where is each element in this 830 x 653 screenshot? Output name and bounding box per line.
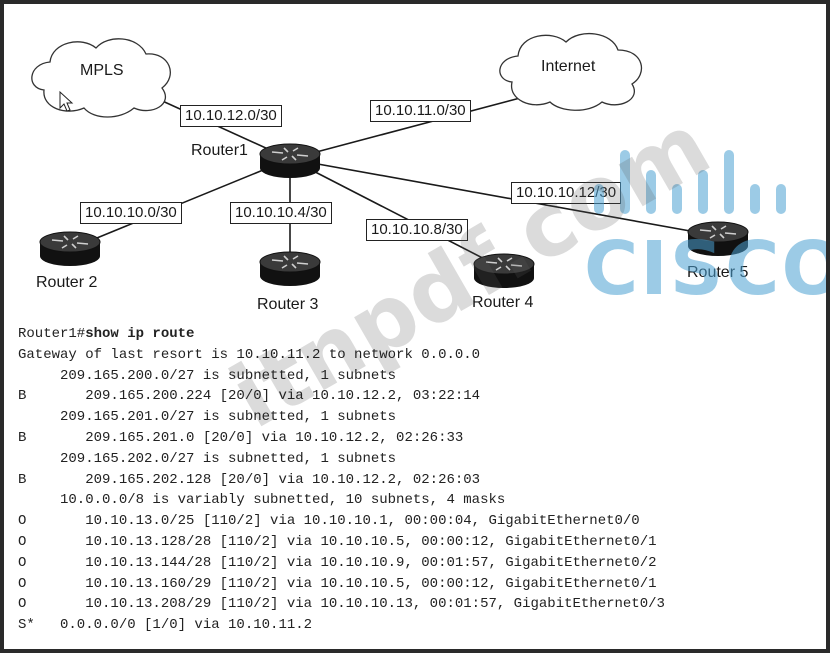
router3-label: Router 3	[257, 296, 319, 313]
mouse-cursor-icon	[59, 90, 74, 112]
router1-label: Router1	[191, 142, 248, 159]
route-line: O 10.10.13.144/28 [110/2] via 10.10.10.9…	[18, 554, 657, 571]
route-line: 10.0.0.0/8 is variably subnetted, 10 sub…	[18, 492, 506, 509]
screenshot-frame: MPLS Internet Router1 Router 2 Router 3 …	[4, 4, 826, 649]
link-r4	[289, 158, 505, 270]
subnet-to-router2: 10.10.10.0/30	[80, 202, 182, 224]
cli-prompt: Router1#	[18, 326, 86, 342]
router4-icon	[473, 253, 535, 289]
router2-icon	[39, 231, 101, 267]
internet-cloud	[499, 32, 642, 111]
router2-label: Router 2	[36, 274, 98, 291]
router3-icon	[259, 251, 321, 287]
cisco-bars-watermark	[594, 150, 786, 214]
subnet-to-internet: 10.10.11.0/30	[370, 100, 471, 122]
route-line: B 209.165.200.224 [20/0] via 10.10.12.2,…	[18, 388, 481, 405]
router4-label: Router 4	[472, 294, 534, 311]
route-line: 209.165.202.0/27 is subnetted, 1 subnets	[18, 450, 397, 467]
route-line: O 10.10.13.208/29 [110/2] via 10.10.10.1…	[18, 596, 665, 613]
link-r5	[289, 158, 719, 237]
subnet-to-router3: 10.10.10.4/30	[230, 202, 332, 224]
route-line: Gateway of last resort is 10.10.11.2 to …	[18, 346, 481, 363]
subnet-to-router4: 10.10.10.8/30	[366, 219, 468, 241]
route-line: B 209.165.201.0 [20/0] via 10.10.12.2, 0…	[18, 429, 464, 446]
subnet-to-mpls: 10.10.12.0/30	[180, 105, 282, 127]
cli-command: show ip route	[85, 326, 195, 342]
route-line: 209.165.200.0/27 is subnetted, 1 subnets	[18, 367, 397, 384]
network-diagram	[31, 32, 749, 289]
route-line: B 209.165.202.128 [20/0] via 10.10.12.2,…	[18, 471, 481, 488]
route-line: S* 0.0.0.0/0 [1/0] via 10.10.11.2	[18, 617, 313, 634]
show-ip-route-output: Router1#show ip route Gateway of last re…	[18, 324, 665, 636]
internet-label: Internet	[541, 58, 596, 75]
router5-label: Router 5	[687, 264, 749, 281]
mpls-label: MPLS	[80, 62, 124, 79]
route-line: 209.165.201.0/27 is subnetted, 1 subnets	[18, 409, 397, 426]
subnet-to-router5: 10.10.10.12/30	[511, 182, 622, 204]
route-line: O 10.10.13.160/29 [110/2] via 10.10.10.5…	[18, 575, 657, 592]
route-line: O 10.10.13.128/28 [110/2] via 10.10.10.5…	[18, 533, 657, 550]
link-internet	[289, 88, 555, 160]
router1-icon	[259, 143, 321, 179]
router5-icon	[687, 221, 749, 257]
route-line: O 10.10.13.0/25 [110/2] via 10.10.10.1, …	[18, 513, 640, 530]
